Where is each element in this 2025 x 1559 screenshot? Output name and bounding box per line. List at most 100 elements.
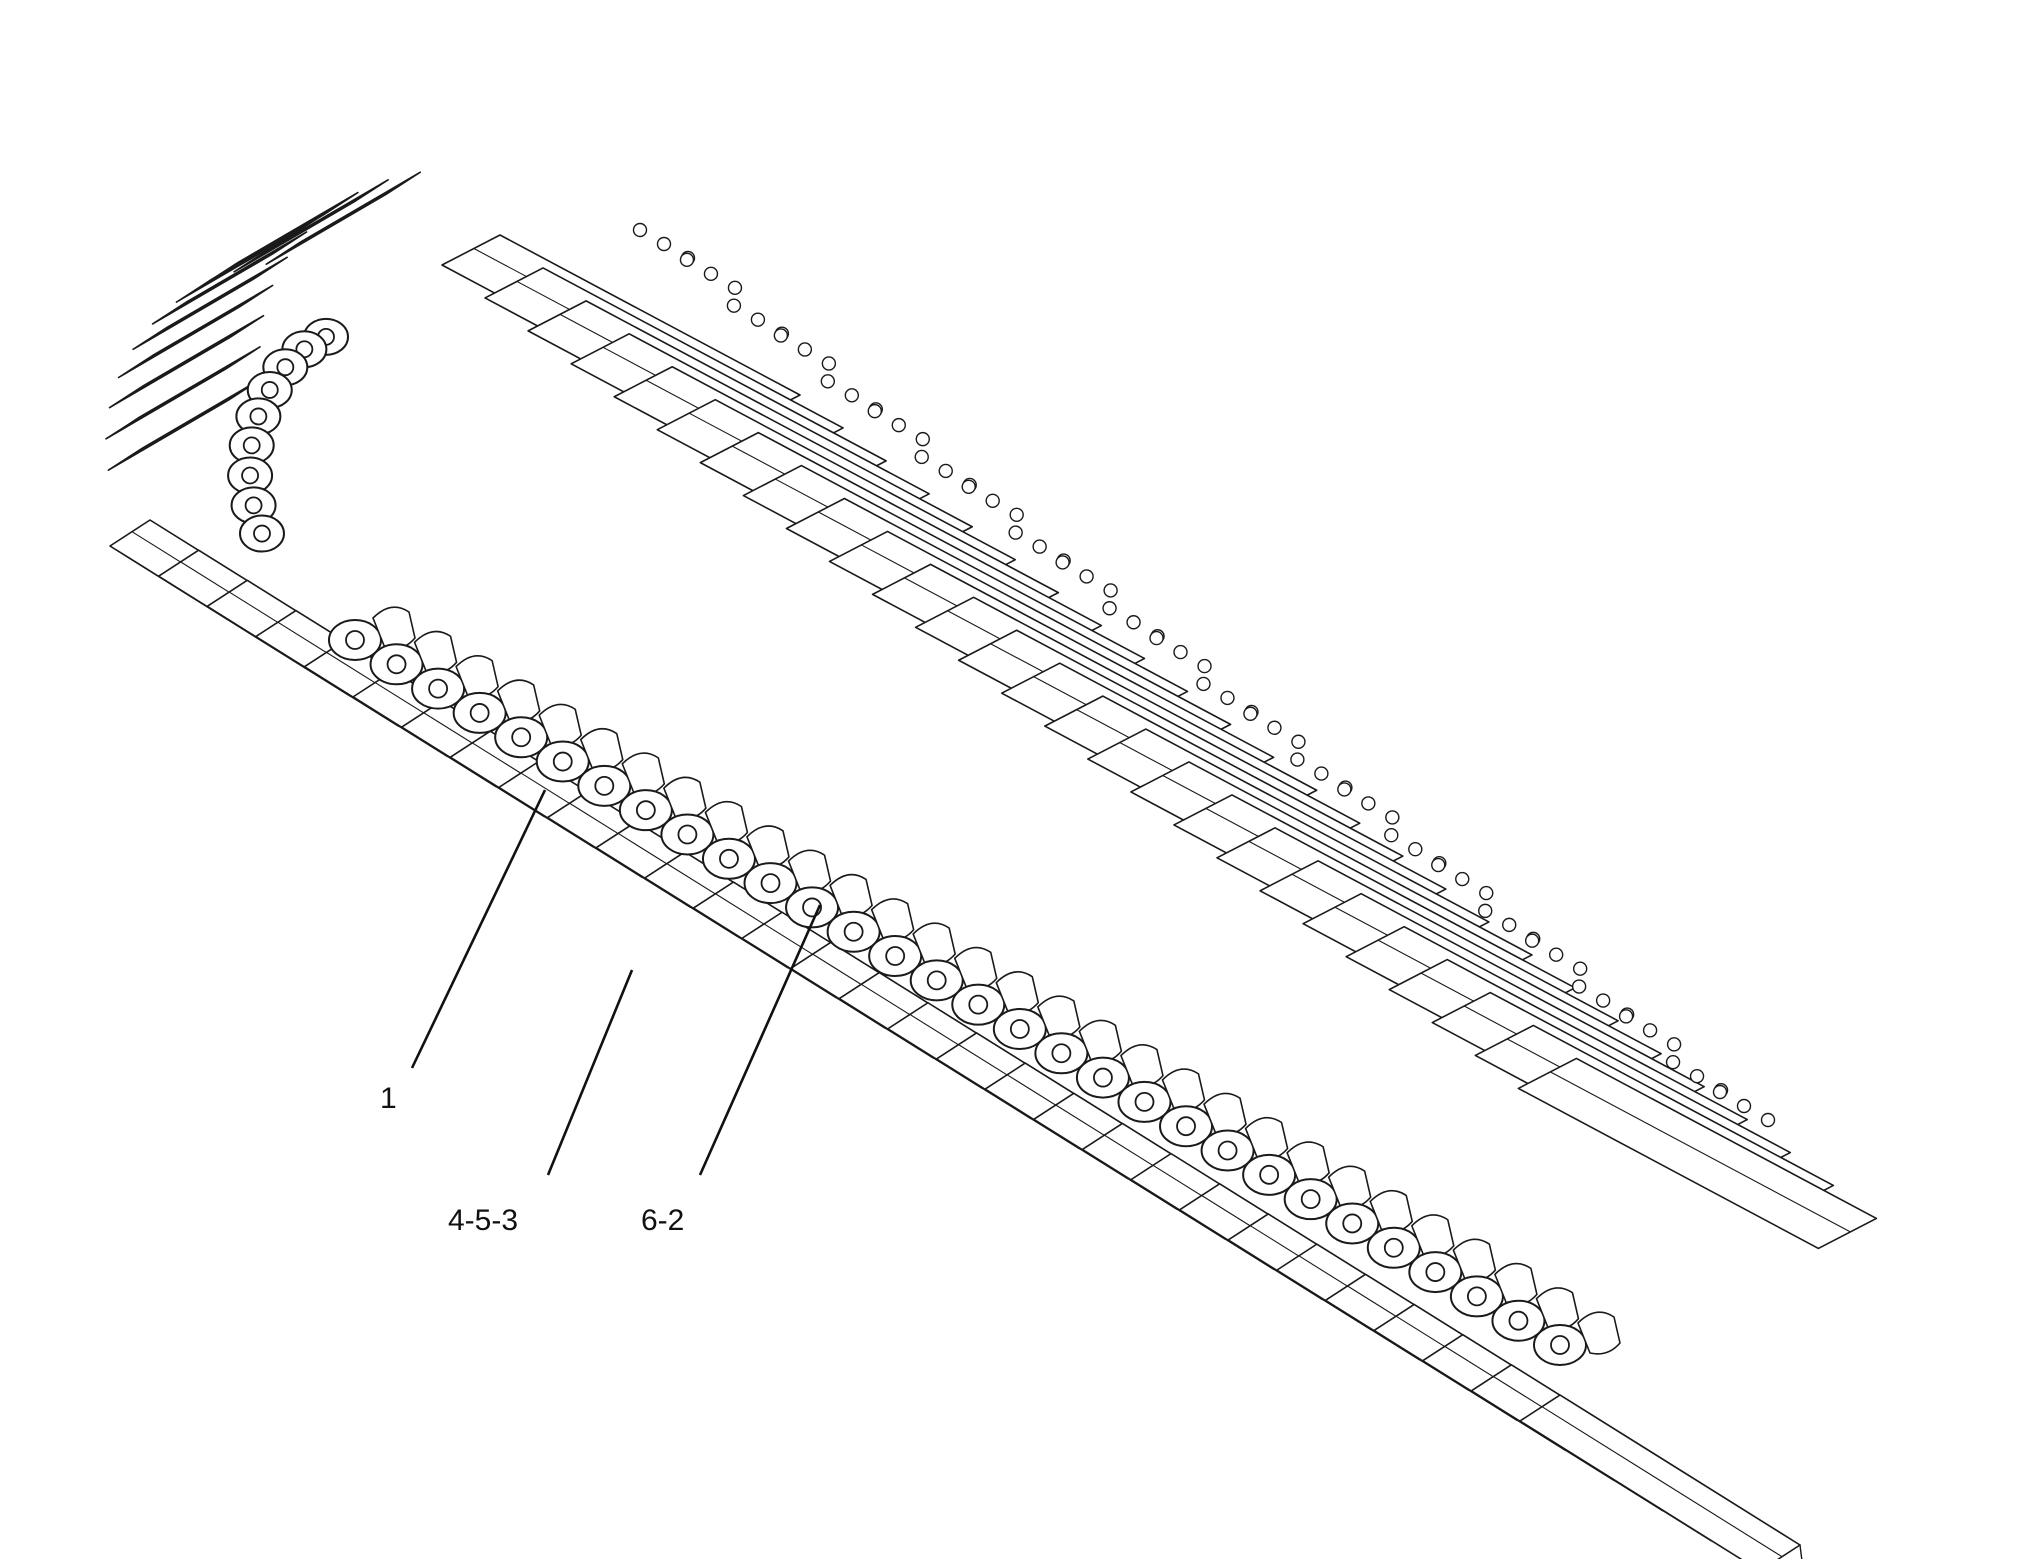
link-pin (1508, 1310, 1529, 1331)
link-pin (249, 407, 268, 426)
end-shoe-ridge (127, 325, 249, 397)
callout-label-1: 1 (380, 1082, 397, 1115)
bolt-head (1478, 903, 1493, 919)
bolt-head (1032, 539, 1047, 554)
end-shoe-ridge (252, 189, 374, 261)
leader-line-4-5-3 (546, 969, 634, 1176)
bolt-head (797, 342, 813, 357)
bolt-head (1173, 644, 1188, 660)
end-shoe-ridge (194, 219, 316, 291)
end-shoe-ridge (284, 181, 406, 253)
callout-label-6-2: 6-2 (641, 1204, 684, 1237)
link-pin (1300, 1189, 1321, 1210)
bolt-head (985, 493, 1000, 508)
near-shoe-ridge (1541, 1406, 1783, 1558)
far-shoe-ridge (1549, 1071, 1851, 1233)
link-plate (1577, 1311, 1621, 1355)
bolt-head (1291, 734, 1306, 749)
bolt-head (773, 328, 789, 343)
bolt-head (1008, 525, 1023, 540)
link-pin (511, 727, 532, 748)
leader-line-1 (410, 789, 547, 1069)
bolt-head (1385, 810, 1400, 825)
link-pin (1550, 1335, 1570, 1355)
bolt-head (703, 266, 719, 282)
bolt-head (1055, 555, 1070, 570)
bolt-head (1666, 1037, 1682, 1052)
bolt-head (1220, 690, 1235, 706)
bolt-head (1689, 1068, 1705, 1084)
link-pin (1259, 1164, 1280, 1185)
link-pin (1383, 1237, 1404, 1258)
bolt-head (821, 356, 837, 371)
bolt-head (726, 298, 742, 313)
link-pin (1093, 1067, 1113, 1088)
callout-labels: 1 4-5-3 6-2 (380, 1082, 684, 1237)
link-pin (635, 800, 656, 821)
link-pin (260, 381, 279, 399)
track-chain-drawing (105, 171, 1878, 1559)
link-pin (1009, 1019, 1030, 1039)
bolt-head (1009, 507, 1024, 522)
link-pin (1466, 1286, 1487, 1307)
link-pin (241, 466, 259, 485)
end-shoe-ridge (151, 266, 273, 338)
end-shoe-ridge (126, 387, 248, 459)
bolt-head (1642, 1023, 1658, 1038)
bolt-head (1431, 857, 1446, 873)
link-pin (594, 775, 615, 796)
bolt-head (679, 252, 695, 268)
bolt-head (914, 449, 929, 465)
bolt-head (891, 417, 906, 433)
link-pin (242, 436, 261, 455)
bolt-head (1103, 583, 1118, 598)
link-pin (1134, 1091, 1155, 1112)
bolt-head (1197, 658, 1212, 674)
link-pin (843, 921, 864, 942)
bolt-head (656, 236, 672, 252)
link-pin (1342, 1213, 1363, 1234)
inner-track-shoes (109, 519, 1803, 1559)
bolt-head (1548, 947, 1564, 962)
link-pin (469, 703, 490, 723)
end-shoe-ridge (136, 294, 258, 366)
link-pin (253, 524, 271, 543)
link-pin (552, 751, 573, 772)
outer-track-shoes (105, 171, 1878, 1250)
bolt-head (1524, 933, 1540, 948)
bolt-head (1736, 1098, 1752, 1114)
bolt-head (1760, 1112, 1776, 1128)
link-pin (1425, 1262, 1446, 1282)
bolt-head (1267, 720, 1282, 735)
shoe-bolts (632, 222, 1776, 1128)
bolt-head (1243, 706, 1258, 721)
link-pin (1217, 1140, 1238, 1161)
bolt-head (1618, 1009, 1634, 1024)
bolt-head (1479, 885, 1494, 901)
link-pin (719, 848, 739, 869)
bolt-head (915, 431, 930, 447)
leader-line-6-2 (698, 904, 822, 1176)
bolt-head (1079, 569, 1094, 584)
chain-links (227, 317, 1621, 1366)
bolt-head (1572, 961, 1588, 976)
near-shoe (1519, 1394, 1801, 1559)
bolt-head (1712, 1084, 1728, 1100)
bolt-head (1384, 828, 1399, 843)
bolt-head (1408, 842, 1423, 857)
link-pin (1051, 1043, 1072, 1064)
bolt-head (1290, 752, 1305, 767)
link-pin (677, 824, 698, 845)
end-shoe-ridge (124, 356, 246, 428)
link-pin (885, 946, 906, 966)
bolt-head (1126, 615, 1141, 630)
far-shoe (1517, 1057, 1878, 1250)
link-pin (760, 873, 781, 894)
bolt-head (1337, 782, 1352, 797)
bolt-head (1571, 979, 1587, 994)
link-pin (244, 496, 263, 515)
link-pin (345, 630, 365, 650)
bolt-head (1595, 993, 1611, 1008)
bolt-head (820, 374, 836, 389)
